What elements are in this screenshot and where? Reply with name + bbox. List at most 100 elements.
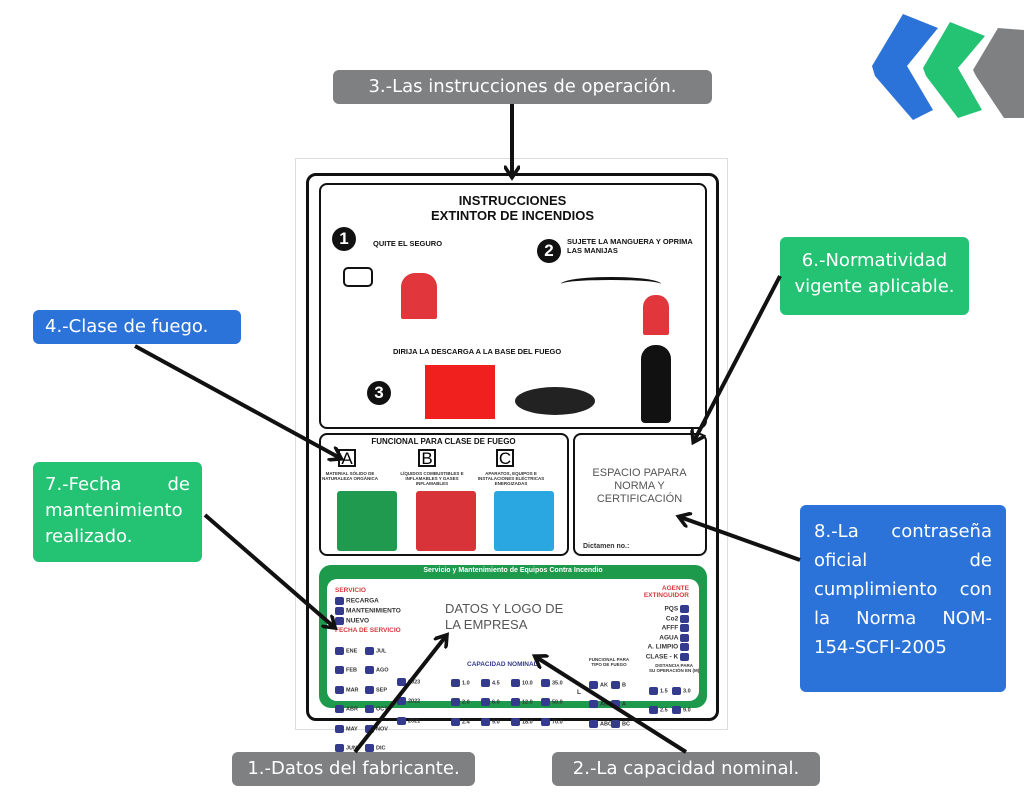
year-checkbox: 2021 xyxy=(397,716,437,727)
label-line: cumplimiento con xyxy=(814,579,992,600)
label-line: 154-SCFI-2005 xyxy=(814,637,947,658)
discharge-cloud-icon xyxy=(515,387,595,415)
fire-type-checkbox: BC xyxy=(611,719,633,730)
capacity-checkbox: 1.0 xyxy=(451,678,481,689)
servicio-option: RECARGA xyxy=(346,597,379,605)
label-line: realizado. xyxy=(45,526,133,547)
service-title: Servicio y Mantenimiento de Equipos Cont… xyxy=(423,567,603,574)
label-line: mantenimiento xyxy=(45,500,183,521)
class-b-letter: B xyxy=(418,449,436,467)
hose-icon xyxy=(561,277,661,291)
label-maintenance-date: 7.-Fecha de mantenimiento realizado. xyxy=(33,462,202,562)
fire-type-checkbox: AB xyxy=(589,700,611,710)
capacity-checkbox: 4.5 xyxy=(481,678,511,689)
label-operating-instructions: 3.-Las instrucciones de operación. xyxy=(333,70,712,104)
month-checkbox: OCT xyxy=(365,705,395,715)
distance-checkbox: 9.0 xyxy=(672,706,695,716)
month-checkbox: NOV xyxy=(365,724,395,735)
month-checkbox: FEB xyxy=(335,666,365,676)
label-line: oficial de xyxy=(814,550,992,571)
month-checkbox: MAY xyxy=(335,724,365,735)
agent-checkbox: CLASE - K xyxy=(627,652,691,663)
agent-checkbox: AFFF xyxy=(627,624,691,634)
label-line: 6.-Normatividad xyxy=(801,250,948,271)
capacidad-label: CAPACIDAD NOMINAL xyxy=(467,661,538,668)
capacity-checkbox: 2.4 xyxy=(451,717,481,728)
month-checkbox: ABR xyxy=(335,705,365,715)
company-line: LA EMPRESA xyxy=(445,617,528,632)
class-a-desc: MATERIAL SÓLIDO DE NATURALEZA ORGÁNICA xyxy=(322,471,378,481)
month-checkbox: SEP xyxy=(365,685,395,696)
year-checkbox: 2022 xyxy=(397,697,437,707)
instructions-panel: INSTRUCCIONES EXTINTOR DE INCENDIOS 1 QU… xyxy=(319,183,707,429)
cert-line: ESPACIO PAPARA xyxy=(592,467,687,479)
extinguisher-sign: INSTRUCCIONES EXTINTOR DE INCENDIOS 1 QU… xyxy=(295,158,728,753)
certification-panel: ESPACIO PAPARA NORMA Y CERTIFICACIÓN Dic… xyxy=(573,433,707,556)
step-1-text: QUITE EL SEGURO xyxy=(373,239,443,248)
class-c-letter: C xyxy=(496,449,514,467)
capacity-checkbox: 70.0 xyxy=(541,717,571,728)
fire-class-title: FUNCIONAL PARA CLASE DE FUEGO xyxy=(371,437,516,446)
month-checkbox: AGO xyxy=(365,666,395,676)
fecha-label: FECHA DE SERVICIO xyxy=(335,627,401,634)
agent-checkbox: AGUA xyxy=(627,633,691,644)
company-line: DATOS Y LOGO DE xyxy=(445,601,564,616)
month-checkbox: MAR xyxy=(335,685,365,696)
class-a-icon xyxy=(337,491,397,551)
extinguisher-icon xyxy=(643,295,669,335)
label-line: 8.-La contraseña xyxy=(814,521,992,542)
month-checkbox: JUL xyxy=(365,646,395,657)
distance-checkbox: 3.0 xyxy=(672,686,695,697)
service-panel: Servicio y Mantenimiento de Equipos Cont… xyxy=(319,565,707,753)
class-c-lightning-icon xyxy=(494,491,554,551)
fire-type-checkbox: ABC xyxy=(589,719,612,730)
fire-class-panel: FUNCIONAL PARA CLASE DE FUEGO A MATERIAL… xyxy=(319,433,569,556)
hand-pin-icon xyxy=(343,267,373,287)
person-icon xyxy=(641,345,671,423)
month-checkbox: JUN xyxy=(335,744,365,754)
cert-line: CERTIFICACIÓN xyxy=(596,493,683,505)
month-checkbox: ENE xyxy=(335,646,365,657)
class-c-desc: APARATOS, EQUIPOS E INSTALACIONES ELÉCTR… xyxy=(477,471,545,486)
capacity-checkbox: 9.0 xyxy=(481,717,511,728)
fire-type-checkbox: A xyxy=(611,700,633,710)
cert-line: NORMA Y xyxy=(614,480,665,492)
label-line: la Norma NOM- xyxy=(814,608,992,629)
label-line: vigente aplicable. xyxy=(794,276,955,297)
agente-label: AGENTE xyxy=(661,585,689,592)
fire-icon xyxy=(425,365,495,419)
step-2-number: 2 xyxy=(537,239,561,263)
unit-label: L xyxy=(577,689,581,696)
label-fire-class: 4.-Clase de fuego. xyxy=(33,310,241,344)
label-regulations: 6.-Normatividad vigente aplicable. xyxy=(780,237,969,315)
distance-checkbox: 2.5 xyxy=(649,706,672,716)
capacity-checkbox: 35.0 xyxy=(541,678,571,689)
class-b-icon xyxy=(416,491,476,551)
class-a-letter: A xyxy=(338,449,356,467)
agente-label: EXTINGUIDOR xyxy=(643,592,689,599)
distancia-label: SU OPERACIÓN EN (M) xyxy=(649,668,700,673)
step-3-number: 3 xyxy=(367,381,391,405)
fire-type-checkbox: B xyxy=(611,680,633,691)
funcional-label: TIPO DE FUEGO xyxy=(591,662,627,667)
agent-checkbox: A. LIMPIO xyxy=(627,643,691,653)
chevron-logo-icon xyxy=(872,14,1024,120)
distance-checkbox: 1.5 xyxy=(649,686,672,697)
instructions-title: INSTRUCCIONES xyxy=(458,193,567,208)
capacity-checkbox: 12.0 xyxy=(511,698,541,708)
class-b-desc: LÍQUIDOS COMBUSTIBLES E INFLAMABLES Y GA… xyxy=(400,471,464,486)
dictamen-label: Dictamen no.: xyxy=(583,543,630,550)
label-nominal-capacity: 2.-La capacidad nominal. xyxy=(552,752,820,786)
year-checkbox: 2023 xyxy=(397,677,437,688)
capacity-checkbox: 6.0 xyxy=(481,698,511,708)
step-1-number: 1 xyxy=(332,227,356,251)
instructions-subtitle: EXTINTOR DE INCENDIOS xyxy=(430,208,594,223)
fire-type-checkbox: AK xyxy=(589,680,611,691)
label-line: 7.-Fecha de xyxy=(45,474,190,495)
capacity-checkbox: 18.0 xyxy=(511,717,541,728)
agent-checkbox: Co2 xyxy=(627,614,691,625)
label-official-mark: 8.-La contraseña oficial de cumplimiento… xyxy=(800,505,1006,692)
agent-checkbox: PQS xyxy=(627,605,691,615)
servicio-label: SERVICIO xyxy=(335,587,366,594)
servicio-option: MANTENIMIENTO xyxy=(346,607,401,615)
